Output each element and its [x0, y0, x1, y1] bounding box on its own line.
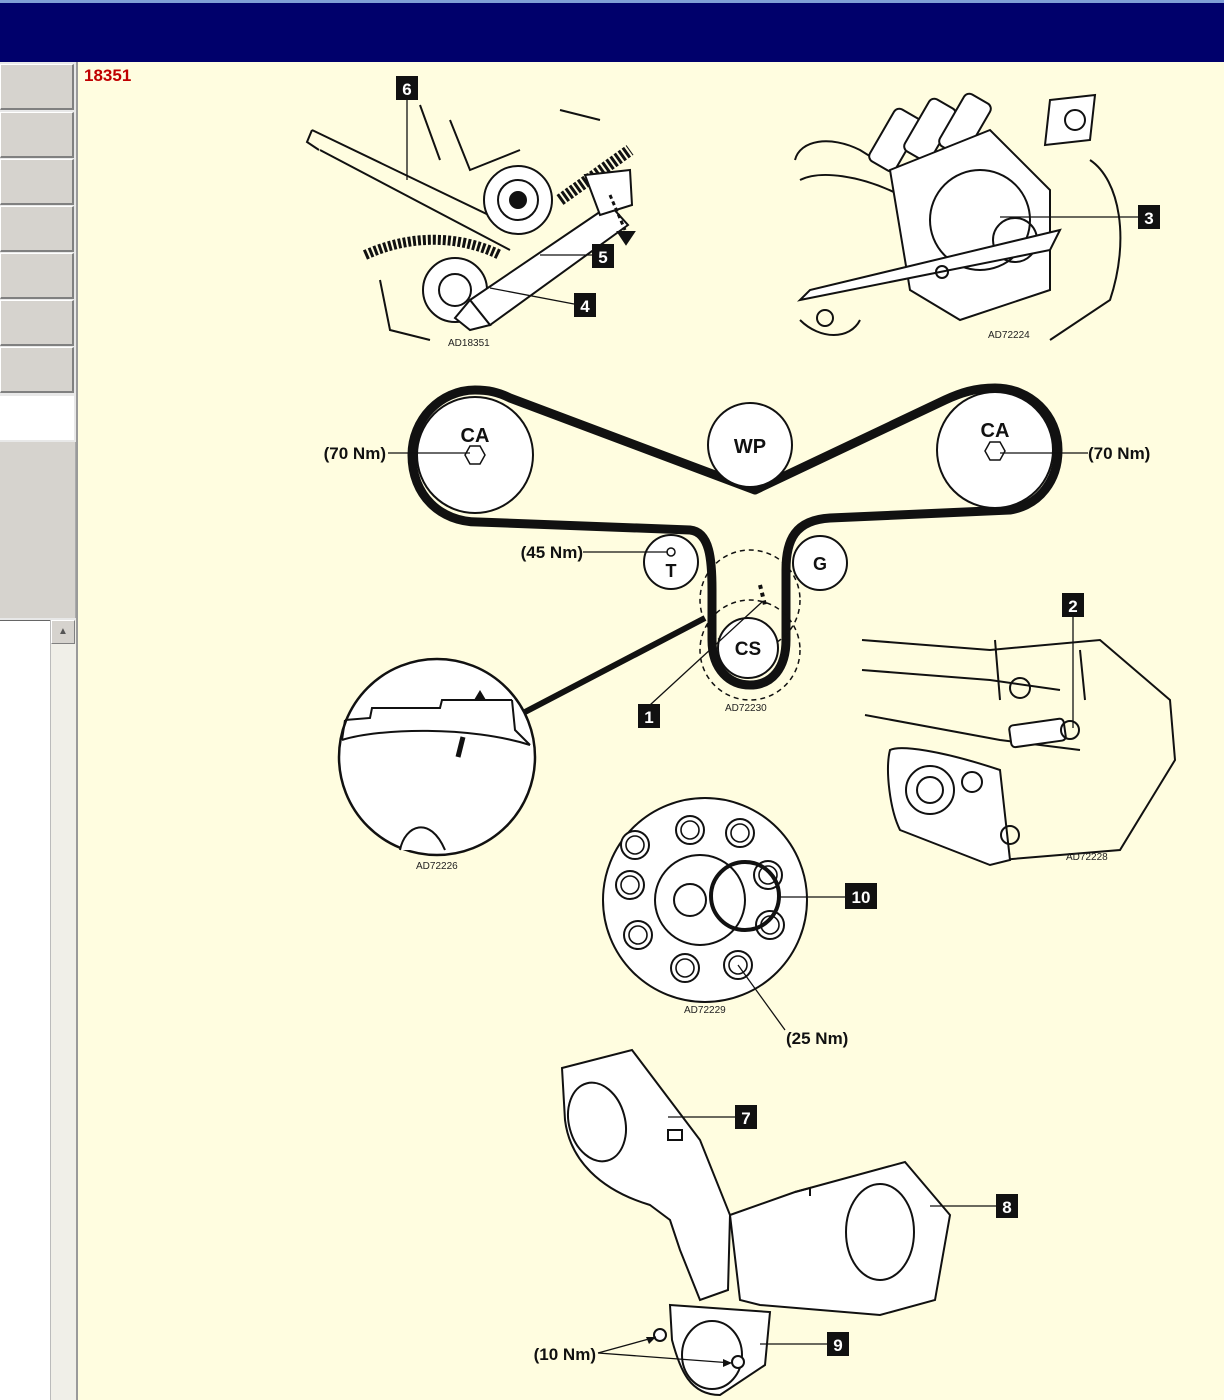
figure-code-ad18351: AD18351 — [448, 338, 490, 349]
callout-2-label: 2 — [1068, 597, 1077, 616]
callout-9-label: 9 — [833, 1336, 842, 1355]
callout-6-label: 6 — [402, 80, 411, 99]
torque-cover-bolts: (10 Nm) — [534, 1345, 596, 1364]
figure-crank-pulley — [602, 797, 808, 1003]
pulley-crankshaft: CS — [717, 617, 779, 679]
callout-3 — [1138, 205, 1160, 229]
sidebar-button-2[interactable] — [0, 112, 74, 158]
figure-timing-mark-detail — [337, 657, 537, 857]
sidebar: ▲ — [0, 62, 78, 1400]
window-title-bar — [0, 0, 1224, 62]
figure-code-ad72226: AD72226 — [416, 861, 458, 872]
pulley-tensioner-label: T — [666, 561, 677, 581]
callout-6 — [396, 76, 418, 100]
callout-4 — [574, 293, 596, 317]
torque-crank-pulley: (25 Nm) — [786, 1029, 848, 1048]
figure-top-left — [305, 104, 636, 341]
callout-1 — [638, 704, 660, 728]
figure-cam-sensor — [861, 638, 1177, 867]
torque-tensioner: (45 Nm) — [521, 543, 583, 562]
sidebar-button-1[interactable] — [0, 64, 74, 110]
figure-code-ad72229: AD72229 — [684, 1005, 726, 1016]
tree-list[interactable] — [0, 620, 50, 1400]
figure-timing-covers — [560, 1048, 952, 1397]
sidebar-panel — [0, 442, 76, 618]
callout-9 — [827, 1332, 849, 1356]
pulley-ca-right-label: CA — [981, 420, 1010, 442]
vertical-scrollbar[interactable]: ▲ — [50, 620, 76, 1400]
sidebar-button-3[interactable] — [0, 159, 74, 205]
callout-4-label: 4 — [580, 297, 590, 316]
torque-ca-left: (70 Nm) — [324, 444, 386, 463]
sidebar-button-6[interactable] — [0, 300, 74, 346]
pulley-wp: WP — [707, 402, 793, 488]
sidebar-button-4[interactable] — [0, 206, 74, 252]
torque-ca-right: (70 Nm) — [1088, 444, 1150, 463]
figure-code-ad72228: AD72228 — [1066, 852, 1108, 863]
callout-2 — [1062, 593, 1084, 617]
sidebar-button-7[interactable] — [0, 347, 74, 393]
figure-top-right — [794, 92, 1122, 341]
pulley-wp-label: WP — [734, 436, 766, 458]
pulley-ca-left-label: CA — [461, 425, 490, 447]
pulley-tensioner: T — [643, 534, 699, 590]
callout-8 — [996, 1194, 1018, 1218]
pulley-ca-left: CA — [416, 396, 534, 514]
callout-5-label: 5 — [598, 248, 607, 267]
callout-10 — [845, 883, 877, 909]
pulley-guide-label: G — [813, 554, 827, 574]
belt-layout — [407, 383, 1063, 701]
callout-1-label: 1 — [644, 708, 653, 727]
callout-5 — [592, 244, 614, 268]
scroll-up-arrow-icon[interactable]: ▲ — [51, 620, 75, 644]
callout-8-label: 8 — [1002, 1198, 1011, 1217]
callout-3-label: 3 — [1144, 209, 1153, 228]
figure-code-ad72224: AD72224 — [988, 330, 1030, 341]
document-id: 18351 — [84, 66, 132, 85]
sidebar-button-5[interactable] — [0, 253, 74, 299]
pulley-guide: G — [792, 535, 848, 591]
callout-7-label: 7 — [741, 1109, 750, 1128]
pulley-crankshaft-label: CS — [735, 639, 761, 660]
pulley-ca-right: CA — [936, 391, 1054, 509]
figure-code-ad72230: AD72230 — [725, 703, 767, 714]
callout-10-label: 10 — [852, 888, 871, 907]
sidebar-spacer — [0, 396, 74, 440]
timing-belt-diagram: 6 5 4 AD18351 3 AD72224 CA — [305, 76, 1177, 1397]
callout-7 — [735, 1105, 757, 1129]
